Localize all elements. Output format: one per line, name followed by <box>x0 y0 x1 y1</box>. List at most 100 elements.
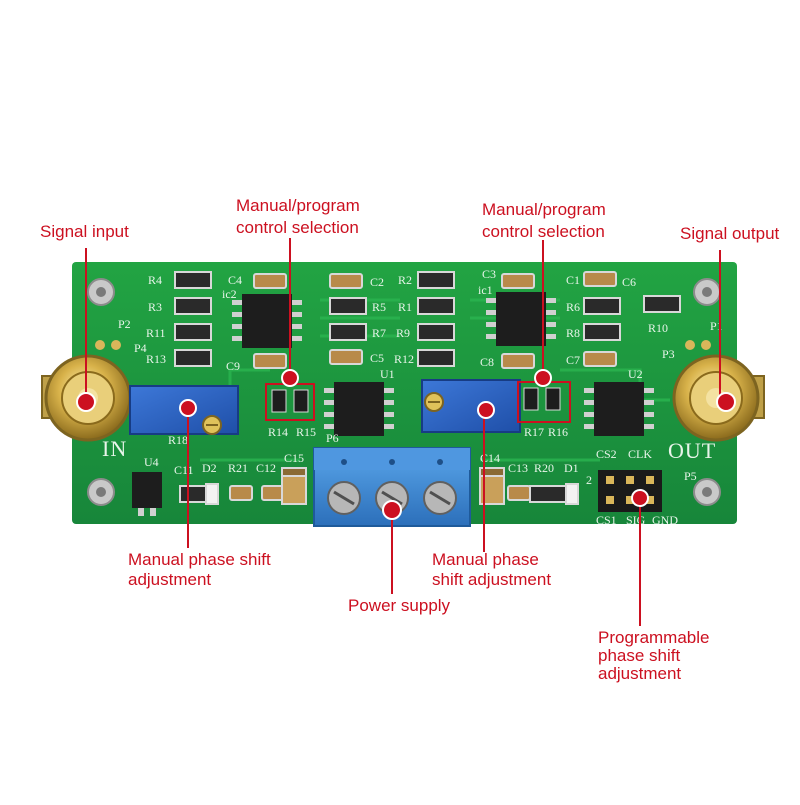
resistor <box>643 295 681 313</box>
marker-dot <box>716 392 736 412</box>
capacitor <box>501 353 535 369</box>
callout-control-left-line1: Manual/program <box>236 196 360 215</box>
silk-c11: C11 <box>174 463 194 477</box>
resistor <box>583 297 621 315</box>
resistor <box>329 297 367 315</box>
silk-r7: R7 <box>372 326 386 340</box>
callout-phase-mid-line1: Manual phase <box>432 550 539 569</box>
silk-c6: C6 <box>622 275 636 289</box>
silk-clk: CLK <box>628 447 652 461</box>
resistor <box>583 323 621 341</box>
silk-c12: C12 <box>256 461 276 475</box>
capacitor <box>507 485 531 501</box>
silk-c5: C5 <box>370 351 384 365</box>
silk-r6: R6 <box>566 300 580 314</box>
capacitor <box>229 485 253 501</box>
callout-phase-left-line2: adjustment <box>128 570 212 589</box>
silk-r2: R2 <box>398 273 412 287</box>
silk-c4: C4 <box>228 273 242 287</box>
capacitor <box>261 485 285 501</box>
callout-power-supply: Power supply <box>348 596 451 615</box>
marker-dot <box>76 392 96 412</box>
silk-r10: R10 <box>648 321 668 335</box>
resistor <box>417 271 455 289</box>
silk-r18: R18 <box>168 433 188 447</box>
silk-r11: R11 <box>146 326 166 340</box>
silk-u2: U2 <box>628 367 643 381</box>
silk-c13: C13 <box>508 461 528 475</box>
ic-chip-ic1 <box>486 292 556 346</box>
regulator-u4 <box>132 472 162 516</box>
resistor <box>174 271 212 289</box>
silk-r4: R4 <box>148 273 162 287</box>
silk-cs1: CS1 <box>596 513 617 527</box>
resistor <box>174 323 212 341</box>
silk-sig: SIG <box>626 513 646 527</box>
silk-p2: P2 <box>118 317 131 331</box>
silk-c14: C14 <box>480 451 500 465</box>
silk-num2: 2 <box>586 473 592 487</box>
resistor <box>417 297 455 315</box>
ic-chip-u2 <box>584 382 654 436</box>
silk-r3: R3 <box>148 300 162 314</box>
capacitor <box>583 351 617 367</box>
silk-d2: D2 <box>202 461 217 475</box>
callout-programmable-line3: adjustment <box>598 664 682 683</box>
silk-c7: C7 <box>566 353 580 367</box>
power-terminal-p6[interactable] <box>313 447 471 527</box>
silk-r5: R5 <box>372 300 386 314</box>
silk-c2: C2 <box>370 275 384 289</box>
silk-ic1: ic1 <box>478 283 493 297</box>
capacitor <box>501 273 535 289</box>
marker-dot <box>281 369 299 387</box>
callout-control-right-line1: Manual/program <box>482 200 606 219</box>
resistor <box>417 349 455 367</box>
callout-phase-left-line1: Manual phase shift <box>128 550 271 569</box>
silk-cs2: CS2 <box>596 447 617 461</box>
capacitor <box>329 273 363 289</box>
silk-gnd: GND <box>652 513 678 527</box>
silk-c3: C3 <box>482 267 496 281</box>
silk-r21: R21 <box>228 461 248 475</box>
silk-c8: C8 <box>480 355 494 369</box>
capacitor <box>583 271 617 287</box>
marker-dot <box>477 401 495 419</box>
callout-control-left-line2: control selection <box>236 218 359 237</box>
silk-u4: U4 <box>144 455 159 469</box>
callout-programmable-line2: phase shift <box>598 646 681 665</box>
silk-r16: R16 <box>548 425 568 439</box>
potentiometer-right[interactable] <box>421 379 521 433</box>
marker-dot <box>382 500 402 520</box>
silk-p4: P4 <box>134 341 147 355</box>
capacitor <box>253 273 287 289</box>
silk-c15: C15 <box>284 451 304 465</box>
silk-c9: C9 <box>226 359 240 373</box>
silk-r13: R13 <box>146 352 166 366</box>
callout-signal-output: Signal output <box>680 224 780 243</box>
silk-r8: R8 <box>566 326 580 340</box>
jumper-zone-left[interactable] <box>265 383 315 421</box>
ic-chip-ic2 <box>232 294 302 348</box>
header-p5[interactable] <box>598 470 662 512</box>
led-d1 <box>565 483 579 505</box>
silk-r15: R15 <box>296 425 316 439</box>
silk-p5: P5 <box>684 469 697 483</box>
silk-d1: D1 <box>564 461 579 475</box>
resistor <box>174 349 212 367</box>
silk-r1: R1 <box>398 300 412 314</box>
silk-r14: R14 <box>268 425 288 439</box>
resistor <box>174 297 212 315</box>
silk-in: IN <box>102 436 127 461</box>
resistor <box>417 323 455 341</box>
callout-phase-mid-line2: shift adjustment <box>432 570 552 589</box>
marker-dot <box>631 489 649 507</box>
silk-r17: R17 <box>524 425 544 439</box>
callout-signal-input: Signal input <box>40 222 129 241</box>
silk-p3: P3 <box>662 347 675 361</box>
silk-u1: U1 <box>380 367 395 381</box>
callout-control-right-line2: control selection <box>482 222 605 241</box>
silk-r12: R12 <box>394 352 414 366</box>
silk-ic2: ic2 <box>222 287 237 301</box>
